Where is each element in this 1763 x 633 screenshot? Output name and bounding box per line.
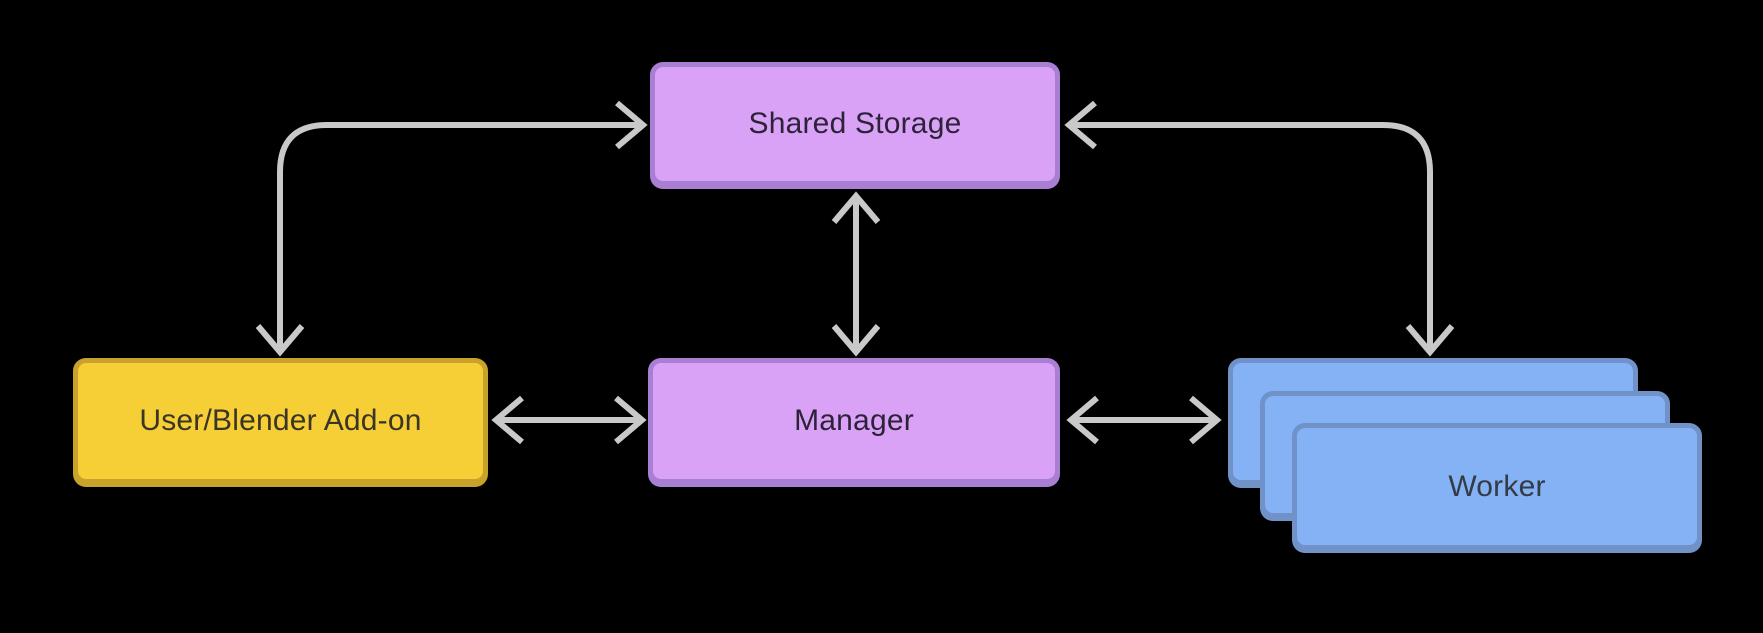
edge-addon-manager bbox=[491, 395, 647, 445]
node-worker-front: Worker bbox=[1292, 423, 1702, 550]
node-shared-storage-label: Shared Storage bbox=[748, 107, 962, 140]
node-shared-storage: Shared Storage bbox=[650, 62, 1060, 186]
edge-manager-shared-storage bbox=[831, 191, 881, 357]
arrowhead-right-icon bbox=[614, 395, 647, 445]
arrowhead-left-icon bbox=[1064, 100, 1097, 150]
node-manager-label: Manager bbox=[794, 404, 914, 437]
node-user-blender-addon-label: User/Blender Add-on bbox=[139, 404, 422, 437]
edge-addon-shared-storage bbox=[255, 100, 648, 357]
arrowhead-down-icon bbox=[831, 324, 881, 357]
arrowhead-up-icon bbox=[831, 191, 881, 224]
arrowhead-down-icon bbox=[255, 324, 305, 357]
arrowhead-down-icon bbox=[1405, 324, 1455, 357]
edge-worker-shared-storage bbox=[1064, 100, 1455, 357]
node-worker-front-label: Worker bbox=[1448, 469, 1546, 503]
arrowhead-left-icon bbox=[1066, 395, 1099, 445]
arrowhead-right-icon bbox=[1189, 395, 1222, 445]
edge-manager-worker bbox=[1066, 395, 1222, 445]
arrowhead-right-icon bbox=[615, 100, 648, 150]
arrowhead-left-icon bbox=[491, 395, 524, 445]
node-manager: Manager bbox=[648, 358, 1060, 484]
node-user-blender-addon: User/Blender Add-on bbox=[73, 358, 488, 484]
